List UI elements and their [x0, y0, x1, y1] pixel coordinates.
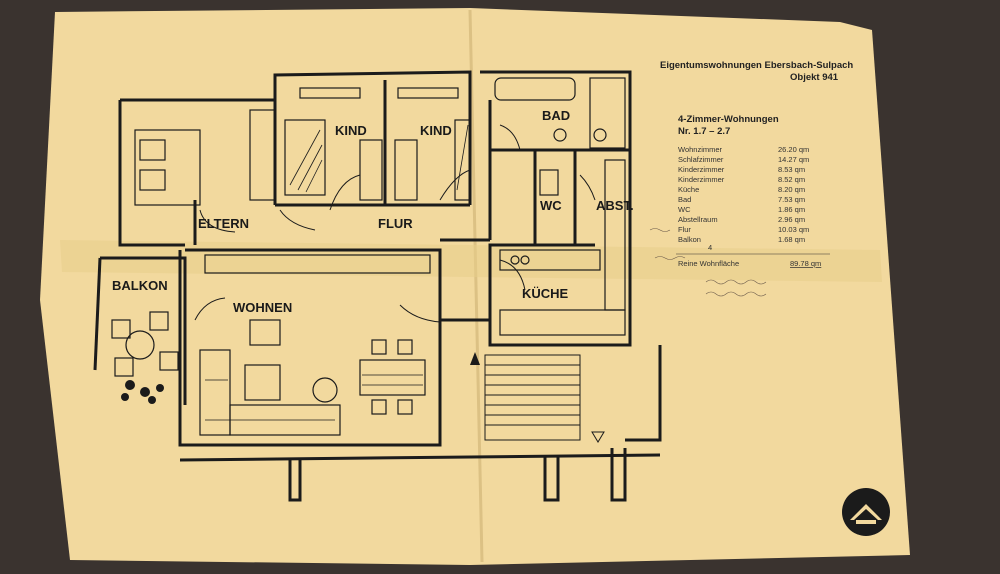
area-room: Kinderzimmer — [678, 165, 725, 174]
living-shelf — [204, 254, 431, 274]
room-label-kind-1: KIND — [335, 123, 367, 138]
bed-kind2 — [454, 119, 471, 201]
walls — [93, 70, 662, 502]
header-title: Eigentumswohnungen Ebersbach-Sulpach — [660, 60, 853, 71]
plant-icon — [121, 380, 164, 404]
area-table: Wohnzimmer 26.20 qm Schlafzimmer 14.27 q… — [676, 145, 830, 268]
balkon-note: 4 — [708, 243, 712, 252]
area-value: 1.86 qm — [778, 205, 805, 214]
staircase — [484, 354, 581, 441]
area-room: Flur — [678, 225, 691, 234]
area-value: 2.96 qm — [778, 215, 805, 224]
total-label: Reine Wohnfläche — [678, 259, 739, 268]
room-label-wc: WC — [540, 198, 562, 213]
area-room: Kinderzimmer — [678, 175, 725, 184]
area-value: 10.03 qm — [778, 225, 809, 234]
room-label-eltern: ELTERN — [198, 216, 249, 231]
bed-kind1 — [284, 119, 326, 196]
stair-arrow-down-icon — [591, 431, 605, 443]
wardrobe-kind2 — [394, 139, 418, 201]
handwritten-notes — [649, 228, 767, 297]
header-object: Objekt 941 — [790, 72, 839, 83]
kitchen-counter-top — [499, 249, 601, 271]
paper-fold — [468, 9, 484, 563]
area-room: Balkon — [678, 235, 701, 244]
bed-eltern — [134, 129, 201, 206]
area-value: 8.53 qm — [778, 165, 805, 174]
bathtub — [494, 77, 576, 101]
company-logo — [842, 488, 890, 536]
room-label-bad: BAD — [542, 108, 570, 123]
room-label-kind-2: KIND — [420, 123, 452, 138]
area-room: Schlafzimmer — [678, 155, 724, 164]
area-room: Wohnzimmer — [678, 145, 723, 154]
area-value: 8.52 qm — [778, 175, 805, 184]
balcony-table — [125, 330, 155, 360]
wardrobe-kind1 — [359, 139, 383, 201]
room-label-balkon: BALKON — [112, 278, 168, 293]
area-value: 8.20 qm — [778, 185, 805, 194]
wc-toilet — [539, 169, 559, 196]
kitchen-counter-bottom — [499, 309, 626, 336]
armchair — [249, 319, 281, 346]
dining-table — [359, 359, 426, 396]
area-room: Abstellraum — [678, 215, 718, 224]
stair-arrow-up-icon — [470, 352, 480, 365]
area-value: 14.27 qm — [778, 155, 809, 164]
area-room: Bad — [678, 195, 691, 204]
total-value: 89.78 qm — [790, 259, 821, 268]
header-numbers: Nr. 1.7 – 2.7 — [678, 126, 730, 137]
shower — [589, 77, 626, 149]
coffee-table — [244, 364, 281, 401]
area-room: Küche — [678, 185, 699, 194]
room-label-wohnen: WOHNEN — [233, 300, 292, 315]
room-label-kueche: KÜCHE — [522, 286, 569, 301]
area-value: 1.68 qm — [778, 235, 805, 244]
area-value: 7.53 qm — [778, 195, 805, 204]
room-label-abst: ABST. — [596, 198, 634, 213]
round-table — [312, 377, 338, 403]
area-room: WC — [678, 205, 691, 214]
hatching — [205, 124, 469, 421]
header-subtitle: 4-Zimmer-Wohnungen — [678, 114, 779, 125]
room-label-flur: FLUR — [378, 216, 413, 231]
wardrobe-eltern — [249, 109, 276, 201]
bad-sink — [553, 128, 567, 142]
sofa-left — [199, 349, 231, 436]
furniture — [111, 77, 626, 436]
area-value: 26.20 qm — [778, 145, 809, 154]
